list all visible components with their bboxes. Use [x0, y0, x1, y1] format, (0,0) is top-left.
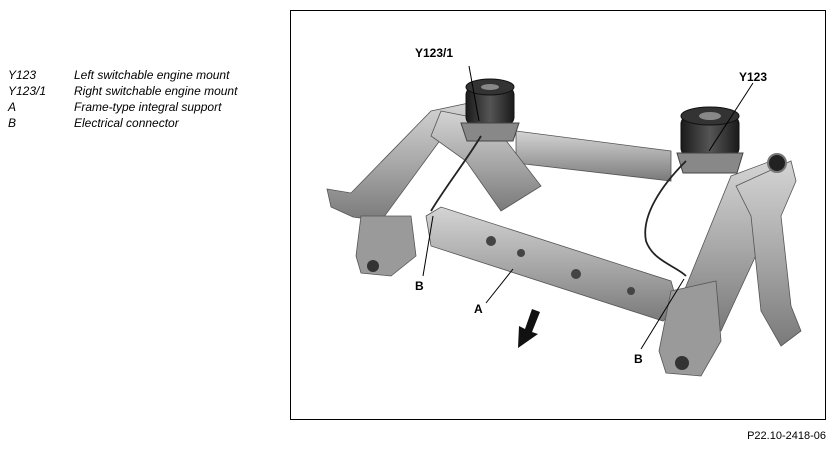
wire-harness: [430, 135, 482, 212]
callout-leader: [422, 215, 434, 277]
callout-label: B: [415, 279, 424, 293]
mount-hole: [367, 260, 379, 272]
left-engine-mount: [676, 106, 744, 174]
callout-leader: [468, 65, 480, 122]
front-cross-member: [425, 206, 680, 322]
frame-hole: [517, 249, 525, 257]
legend-code: B: [8, 116, 17, 130]
mount-hole: [675, 356, 689, 370]
legend-description: Electrical connector: [74, 116, 179, 130]
subframe-illustration: Y123/1 Y123 B A B: [326, 46, 802, 377]
right-engine-mount: [460, 78, 520, 142]
right-rear-arm: [735, 160, 802, 347]
rear-cross-member: [515, 130, 672, 182]
legend-row: A Frame-type integral support: [8, 99, 237, 115]
right-front-bracket: [658, 280, 722, 377]
legend-description: Right switchable engine mount: [74, 84, 238, 98]
legend-description: Frame-type integral support: [74, 100, 222, 114]
callout-leader: [708, 82, 754, 152]
callout-label: Y123/1: [415, 46, 453, 60]
legend-code: Y123/1: [8, 84, 47, 98]
left-front-bracket: [355, 215, 417, 277]
callout-leader: [640, 278, 685, 350]
callout-leader: [485, 268, 514, 304]
frame-hole: [627, 287, 635, 295]
legend-code: A: [8, 100, 17, 114]
legend-description: Left switchable engine mount: [74, 68, 230, 82]
callout-label: B: [634, 352, 643, 366]
legend: Y123 Left switchable engine mount Y123/1…: [8, 67, 237, 131]
direction-arrow-icon: [518, 309, 540, 348]
figure-frame: Y123/1 Y123 B A B: [290, 10, 826, 420]
frame-hole: [571, 269, 581, 279]
legend-code: Y123: [8, 68, 37, 82]
frame-hole: [486, 236, 496, 246]
callout-label: Y123: [739, 70, 767, 84]
figure-reference: P22.10-2418-06: [747, 430, 826, 442]
rear-bushing: [767, 153, 787, 173]
callout-label: A: [474, 302, 483, 316]
legend-row: Y123/1 Right switchable engine mount: [8, 83, 237, 99]
wire-harness: [644, 160, 687, 277]
legend-row: B Electrical connector: [8, 115, 237, 131]
legend-row: Y123 Left switchable engine mount: [8, 67, 237, 83]
